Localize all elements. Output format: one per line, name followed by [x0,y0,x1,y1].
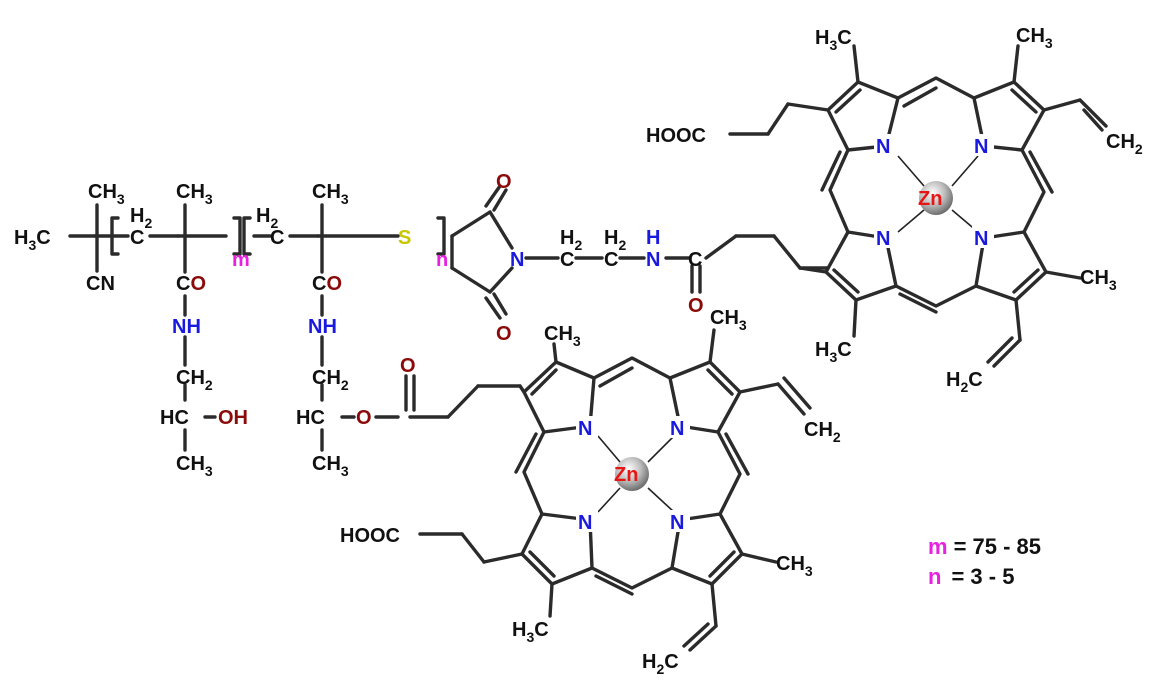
ch3-label: CH3 [544,323,581,349]
polymer-labels: H3C CH3 CN H2 C CH3 CO NH CH2 HC OH CH3 … [14,181,448,479]
porphyrin-n: N [578,418,592,440]
hooc-label: HOOC [340,525,400,547]
legend-n: n= 3 - 5 [928,564,1014,589]
h3c-label: H3C [815,27,852,53]
upper-porphyrin-labels: Zn N N N N H3C CH3 HOOC CH2 CH3 H3C H2C [646,25,1143,395]
h2c-label: H2C [642,651,679,677]
index-legend: m= 75 - 85 n= 3 - 5 [928,534,1041,589]
ch3-label: CH3 [312,181,349,207]
sulfur-label: S [398,227,411,249]
h2c-label: H2C [946,369,983,395]
ch3-label: CH3 [312,453,349,479]
polymer-backbone [68,203,522,452]
ch3-label: CH3 [88,181,125,207]
zn-porphyrin-upper [728,44,1108,368]
porphyrin-n: N [578,512,592,534]
c-label: C [130,227,144,249]
linker-labels: O O N H2 C H2 C H N C O [496,171,704,345]
carbonyl-c: CO [312,273,342,295]
zinc-atom [615,457,649,491]
ch2-label: CH2 [804,419,841,445]
zn-label: Zn [614,464,638,486]
legend-m: m= 75 - 85 [928,534,1041,559]
hc-label: HC [160,407,189,429]
hc-label: HC [296,407,325,429]
ester-carbonyl-o: O [400,355,416,377]
carbonyl-c: CO [176,273,206,295]
oh-label: OH [218,407,248,429]
amide-o: O [688,295,704,317]
c-label: C [270,227,284,249]
zn-porphyrin-lower [418,328,812,652]
porphyrin-n: N [876,228,890,250]
hooc-label: HOOC [646,125,706,147]
lower-porphyrin-labels: Zn N N N N CH3 CH3 CH2 HOOC CH3 H3C H2C [340,307,841,677]
ch3-label: CH3 [176,181,213,207]
h2-label: H2 [256,205,278,231]
imide-n: N [510,249,524,271]
cn-label: CN [86,273,115,295]
ch2-label: CH2 [312,367,349,393]
h2-label: H2 [560,227,582,253]
ch3-label: CH3 [1080,267,1117,293]
h2-label: H2 [604,227,626,253]
zinc-atom [919,181,953,215]
zn-label: Zn [918,188,942,210]
ch2-label: CH2 [1106,131,1143,157]
c-label: C [560,249,574,271]
h3c-label: H3C [512,619,549,645]
h3c-terminal: H3C [14,227,51,253]
imide-o-top: O [496,171,512,193]
porphyrin-n: N [974,228,988,250]
succinimide-linker [450,184,830,320]
m-index: m [232,249,250,271]
porphyrin-n: N [876,136,890,158]
h2-label: H2 [130,205,152,231]
ch3-label: CH3 [176,453,213,479]
nh-label: NH [308,316,337,338]
ch2-label: CH2 [176,367,213,393]
porphyrin-n: N [670,418,684,440]
n-index: n [436,249,448,271]
porphyrin-n: N [974,136,988,158]
h3c-label: H3C [815,339,852,365]
c-label: C [604,249,618,271]
ch3-label: CH3 [710,307,747,333]
ester-o: O [356,407,372,429]
nh-label: NH [172,316,201,338]
ch3-label: CH3 [1016,25,1053,51]
ch3-label: CH3 [776,553,813,579]
porphyrin-n: N [670,512,684,534]
amide-c: C [688,249,702,271]
imide-o-bottom: O [496,323,512,345]
amide-n: N [646,249,660,271]
amide-h: H [646,227,660,249]
